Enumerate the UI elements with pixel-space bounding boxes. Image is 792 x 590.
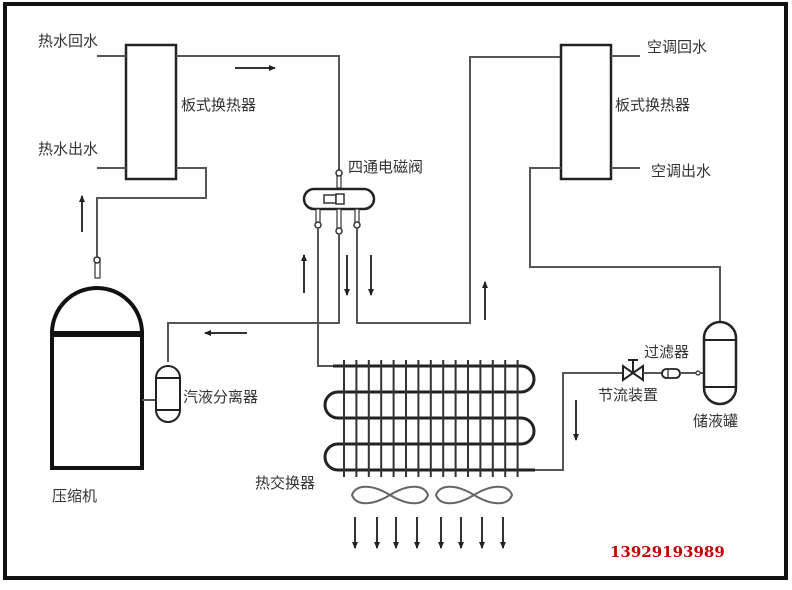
pipe-valve-to-right-hx [356, 56, 560, 324]
phone-number: 13929193989 [610, 543, 725, 561]
coil-fins [343, 360, 519, 477]
hot-water-out-label: 热水出水 [38, 140, 98, 158]
gas-liquid-separator-label: 汽液分离器 [183, 388, 258, 406]
pipe-hx-to-compressor [96, 167, 207, 258]
filter [661, 368, 681, 379]
coil-tube [323, 364, 536, 472]
right-hx-body [559, 43, 613, 181]
airflow-arrows [352, 517, 506, 549]
liquid-receiver [702, 320, 738, 406]
filter-label: 过滤器 [644, 343, 689, 361]
right-hx-label: 板式换热器 [615, 96, 690, 114]
four-way-valve-label: 四通电磁阀 [348, 158, 423, 176]
liquid-receiver-label: 储液罐 [693, 412, 738, 430]
hot-water-return-label: 热水回水 [38, 32, 98, 50]
compressor-label: 压缩机 [52, 487, 97, 505]
compressor-dome [50, 286, 144, 334]
pipe-valve-to-separator [167, 234, 340, 362]
pipe-hx-to-valve [176, 55, 340, 170]
fan-right [434, 485, 514, 505]
fin-coil-heat-exchanger [323, 360, 536, 477]
left-hx-body [124, 43, 178, 181]
pipe-coil-to-throttle [535, 372, 625, 471]
compressor-body [50, 331, 144, 470]
outer-frame [3, 2, 788, 580]
compressor [50, 256, 144, 470]
throttle-device-label: 节流装置 [598, 386, 658, 404]
heat-exchanger-label: 热交换器 [255, 474, 315, 492]
left-plate-heat-exchanger [97, 43, 178, 181]
left-hx-label: 板式换热器 [181, 96, 256, 114]
pipe-hx-to-receiver [529, 167, 721, 322]
pipe-valve-to-coil [317, 228, 333, 367]
four-way-valve [302, 169, 376, 235]
throttle-device [622, 359, 644, 382]
gas-liquid-separator [142, 365, 181, 423]
fan-left [350, 485, 430, 505]
right-plate-heat-exchanger [559, 43, 640, 181]
ac-water-out-label: 空调出水 [651, 162, 711, 180]
ac-water-return-label: 空调回水 [647, 38, 707, 56]
